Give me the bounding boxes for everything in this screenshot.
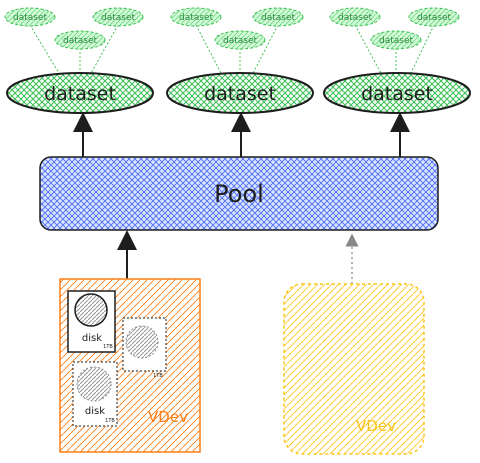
connector-small-2a [195,24,223,76]
dataset-child-3c-label: dataset [379,36,413,46]
dataset-child-3c [370,30,422,50]
pool-label: Pool [214,180,264,208]
dataset-group-3: dataset dataset dataset dataset [323,7,471,157]
connector-small-2b [251,24,279,76]
dataset-child-3a [329,7,381,27]
dataset-child-2b [252,7,304,27]
pool-box [39,156,439,231]
disk-1-label: disk [82,333,102,344]
dataset-child-3b [408,7,460,27]
disk-1-platter [74,293,108,327]
dataset-child-1b-label: dataset [101,13,135,23]
connector-small-3a [354,24,383,76]
disk-3-size: 1TB [105,418,115,424]
dataset-child-2c-label: dataset [223,36,257,46]
disk-2-platter [125,325,159,359]
dataset-main-2-label: dataset [204,83,276,105]
connector-small-1a [29,24,61,76]
vdev-active: disk 1TB 1TB disk 1TB VDev [59,278,201,453]
vdev-active-label: VDev [148,408,188,426]
dataset-group-2: dataset dataset dataset dataset [166,7,314,157]
pool: Pool [39,156,439,231]
vdev-inactive: VDev [283,283,425,455]
dataset-child-3b-label: dataset [417,13,451,23]
dataset-child-1b [92,7,144,27]
dataset-main-1-label: dataset [44,83,116,105]
disk-1-size: 1TB [103,344,113,350]
connector-small-1b [89,24,119,76]
disk-2-size: 1TB [153,373,163,379]
connector-small-3b [409,24,435,76]
dataset-child-2a-label: dataset [179,13,213,23]
vdev-inactive-box [283,283,425,455]
dataset-child-1c-label: dataset [63,36,97,46]
dataset-child-1c [54,30,106,50]
dataset-child-1a-label: dataset [13,13,47,23]
dataset-group-1: dataset dataset dataset dataset [4,7,154,157]
disk-3-label: disk [85,406,105,417]
dataset-child-2a [170,7,222,27]
dataset-main-3-label: dataset [361,83,433,105]
dataset-child-3a-label: dataset [338,13,372,23]
disk-3-platter [76,366,112,402]
dataset-child-2c [214,30,266,50]
dataset-child-2b-label: dataset [261,13,295,23]
vdev-inactive-label: VDev [356,417,396,435]
dataset-child-1a [4,7,56,27]
